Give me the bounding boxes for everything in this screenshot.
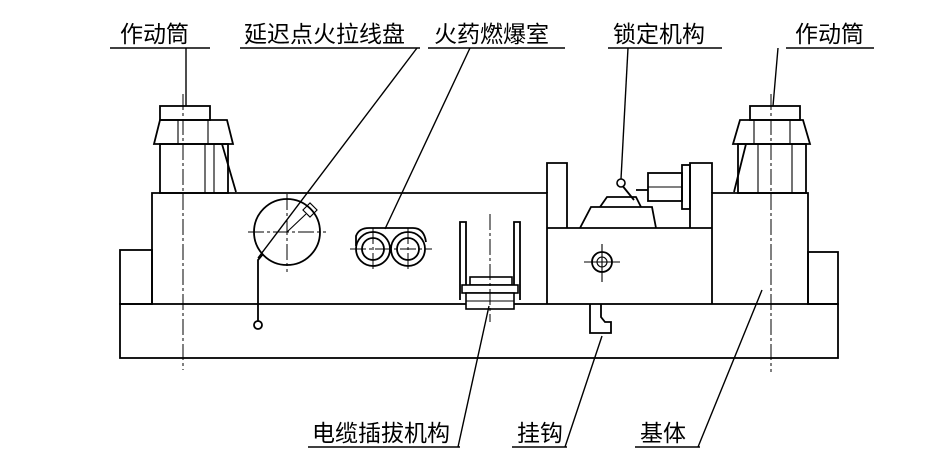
lock-post-right — [689, 162, 713, 228]
left-flange — [119, 249, 153, 305]
plug-block-top — [469, 276, 513, 286]
delay-ignition-disk — [248, 194, 326, 330]
disk-radial-arm — [286, 213, 307, 233]
disk-marker — [302, 202, 318, 218]
actuator-right-strut — [733, 143, 747, 193]
pull-wire — [257, 253, 264, 321]
label-delay-ignition-disk: 延迟点火拉线盘 — [244, 22, 405, 48]
label-actuator-right: 作动筒 — [795, 22, 864, 48]
lock-linkage-pin — [616, 178, 626, 188]
main-body-left — [151, 192, 548, 304]
lock-post-left — [546, 162, 568, 228]
actuator-right-body — [737, 143, 807, 194]
leader-lines — [110, 47, 874, 448]
lock-cylinder-flange — [681, 164, 691, 210]
label-locking-mechanism: 锁定机构 — [613, 22, 705, 48]
hook — [589, 304, 612, 334]
label-propellant-chamber: 火药燃爆室 — [434, 22, 549, 48]
lock-housing — [579, 206, 657, 229]
label-hook: 挂钩 — [517, 421, 563, 447]
base-body — [119, 192, 839, 359]
propellant-chamber — [350, 227, 432, 270]
right-flange — [807, 251, 839, 305]
leader-cable-plug — [457, 305, 490, 448]
labels: 作动筒 延迟点火拉线盘 火药燃爆室 锁定机构 作动筒 电缆插拔机构 挂钩 基体 — [120, 22, 864, 447]
leader-delay-disk — [257, 47, 418, 259]
leader-base — [697, 289, 763, 448]
actuator-left-body — [159, 143, 229, 194]
pull-ring — [253, 320, 263, 330]
leader-propellant-chamber — [384, 47, 471, 230]
actuator-cylinder-right — [731, 94, 812, 372]
label-base: 基体 — [640, 421, 686, 447]
actuator-left-cap — [159, 105, 211, 121]
main-body-right — [711, 192, 809, 304]
label-actuator-left: 作动筒 — [120, 22, 189, 48]
actuator-left-strut — [221, 143, 237, 193]
chamber-hood — [355, 227, 427, 246]
actuator-cylinder-left — [152, 94, 237, 370]
plug-frame-left — [459, 221, 467, 300]
hook-shape — [589, 304, 612, 334]
leader-hook — [564, 335, 603, 448]
lock-housing-top — [599, 196, 642, 208]
actuator-left-nut — [152, 119, 235, 145]
cable-plug-mechanism — [459, 214, 521, 322]
actuator-right-cap — [749, 105, 801, 121]
label-cable-plug-mechanism: 电缆插拔机构 — [312, 421, 450, 447]
leader-locking-mechanism — [620, 47, 629, 180]
locking-mechanism — [546, 162, 713, 282]
leader-actuator-right — [772, 47, 779, 107]
plug-frame-right — [513, 221, 521, 300]
